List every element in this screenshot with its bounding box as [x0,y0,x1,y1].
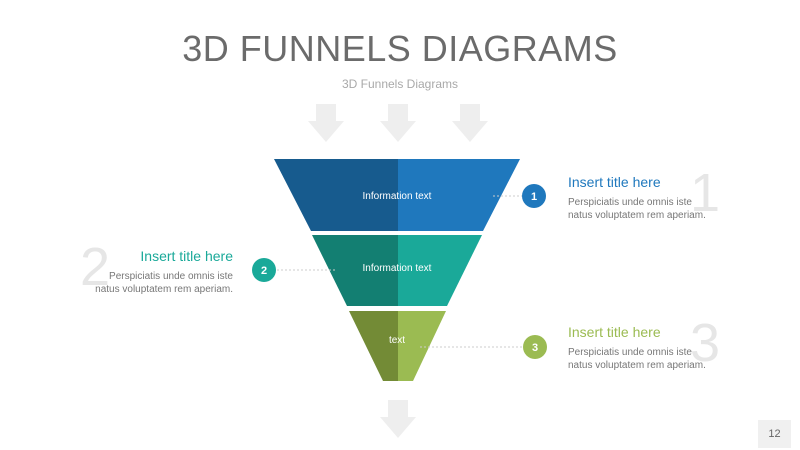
badge-1-number: 1 [531,191,537,203]
callout-3-desc-line-1: Perspiciatis unde omnis iste [568,347,692,358]
funnel-tier-3: text [349,311,446,381]
callout-3-title: Insert title here [568,324,661,340]
page-title: 3D FUNNELS DIAGRAMS [182,28,618,69]
page-number: 12 [758,420,791,448]
funnel-tier-3-label: text [389,335,405,346]
badge-1: 1 [522,184,546,208]
callout-1-desc-line-1: Perspiciatis unde omnis iste [568,197,692,208]
callout-2-big-number: 2 [80,237,111,297]
callout-2-desc-line-1: Perspiciatis unde omnis iste [109,271,233,282]
callout-1-big-number: 1 [690,163,721,223]
callout-2: Insert title here Perspiciatis unde omni… [60,248,233,296]
callout-3: Insert title here Perspiciatis unde omni… [568,324,748,372]
badge-3: 3 [523,335,547,359]
callout-1-desc-line-2: natus voluptatem rem aperiam. [568,210,706,221]
arrow-down-icon [380,400,416,438]
callout-3-desc-line-2: natus voluptatem rem aperiam. [568,360,706,371]
funnel-tier-1-label: Information text [363,191,432,202]
arrow-down-icon [380,104,416,142]
page-subtitle: 3D Funnels Diagrams [341,77,459,91]
funnel-tier-1: Information text [274,159,520,231]
funnel-tier-2-label: Information text [363,263,432,274]
arrow-down-icon [308,104,344,142]
arrow-down-icon [452,104,488,142]
callout-2-desc-line-2: natus voluptatem rem aperiam. [95,284,233,295]
callout-3-big-number: 3 [690,313,721,373]
badge-3-number: 3 [532,342,538,354]
callout-1: Insert title here Perspiciatis unde omni… [568,174,748,222]
badge-2: 2 [252,258,276,282]
callout-2-title: Insert title here [140,248,233,264]
badge-2-number: 2 [261,265,267,277]
funnel-tier-2: Information text [312,235,482,306]
callout-1-title: Insert title here [568,174,661,190]
